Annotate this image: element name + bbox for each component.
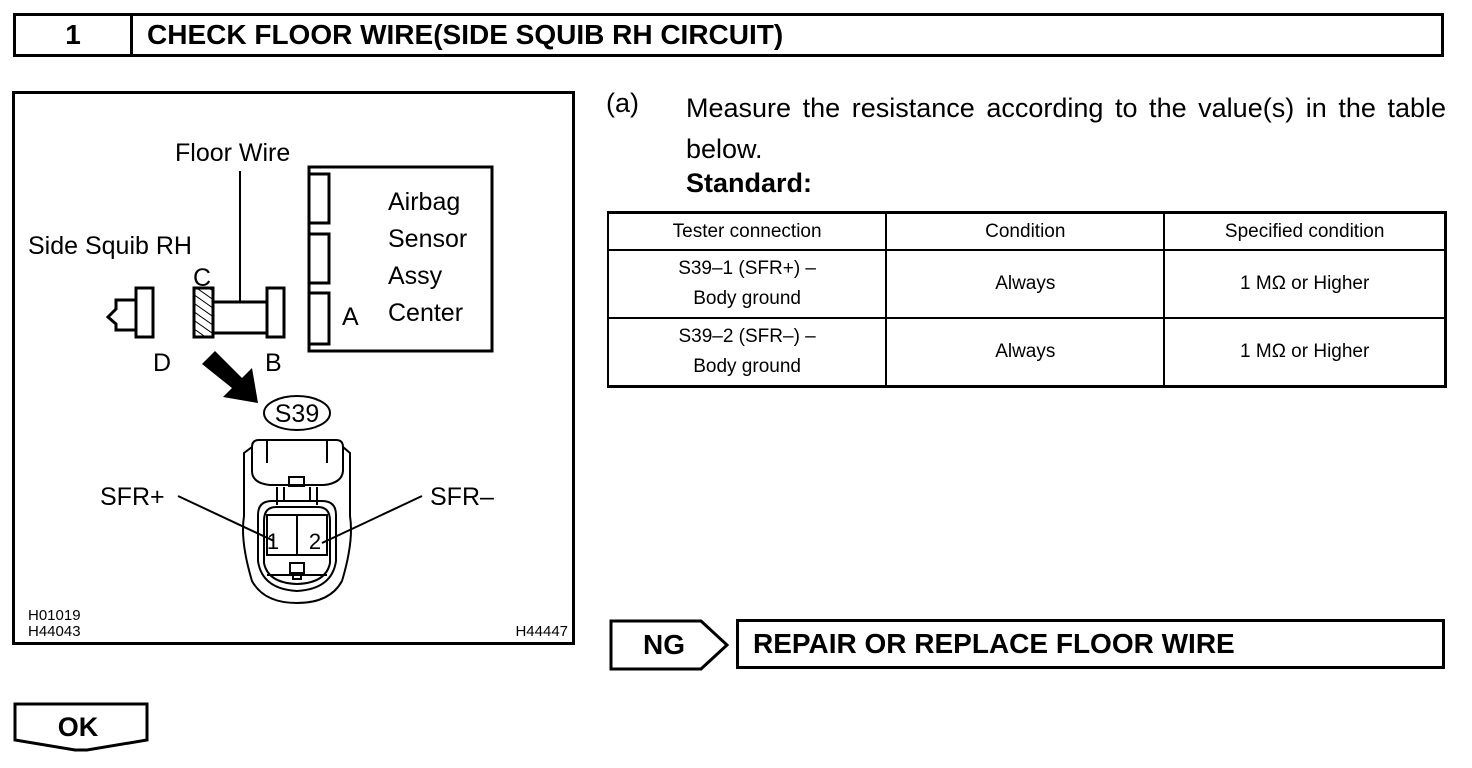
column-header: Specified condition (1163, 211, 1448, 251)
figure-code-1: H01019 (28, 607, 81, 624)
connection-line2: Body ground (693, 288, 801, 309)
connection-line1: S39–2 (SFR–) – (678, 326, 816, 347)
s39-connector-face (242, 439, 352, 605)
ok-branch-tag: OK (13, 702, 149, 752)
instruction-text: Measure the resistance according to the … (686, 93, 1446, 164)
step-header: 1 CHECK FLOOR WIRE(SIDE SQUIB RH CIRCUIT… (13, 13, 1444, 57)
airbag-label-line2: Sensor (388, 225, 467, 253)
side-squib-label: Side Squib RH (28, 232, 192, 260)
tester-connection-cell: S39–1 (SFR+) – Body ground (606, 249, 888, 319)
figure-code-3: H44447 (515, 623, 568, 640)
airbag-label-line4: Center (388, 299, 463, 327)
arrow-down-right-icon (202, 351, 258, 403)
connector-c-label: C (193, 264, 211, 292)
step-title: CHECK FLOOR WIRE(SIDE SQUIB RH CIRCUIT) (147, 19, 784, 50)
ng-action-text: REPAIR OR REPLACE FLOOR WIRE (753, 628, 1235, 659)
floor-wire-label: Floor Wire (175, 139, 290, 167)
step-number: 1 (16, 16, 133, 54)
connector-b-label: B (265, 349, 282, 377)
airbag-sensor-assembly (307, 165, 494, 353)
connector-a-label: A (342, 303, 359, 331)
ng-branch-tag: NG (609, 619, 730, 671)
condition-cell: Always (885, 317, 1166, 388)
pin-minus-label: SFR– (430, 483, 494, 511)
ng-label: NG (643, 629, 685, 660)
floor-wire-harness (192, 286, 286, 339)
connector-diagram: Floor Wire Airbag Sensor Assy Center A S… (12, 91, 575, 645)
condition-cell: Always (885, 249, 1166, 319)
connector-id: S39 (275, 400, 319, 428)
diagram-frame (12, 91, 575, 645)
table-row: S39–2 (SFR–) – Body ground Always 1 MΩ o… (606, 317, 1448, 388)
table-header-row: Tester connection Condition Specified co… (606, 211, 1448, 251)
column-header: Condition (885, 211, 1166, 251)
side-squib-connector (105, 286, 155, 339)
tester-connection-cell: S39–2 (SFR–) – Body ground (606, 317, 888, 388)
table-row: S39–1 (SFR+) – Body ground Always 1 MΩ o… (606, 249, 1448, 319)
pin-plus-leader (177, 495, 275, 542)
connection-line2: Body ground (693, 356, 801, 377)
connector-id-badge (263, 395, 331, 431)
connection-line1: S39–1 (SFR+) – (678, 258, 817, 279)
specified-condition-cell: 1 MΩ or Higher (1163, 317, 1448, 388)
ng-action-box: REPAIR OR REPLACE FLOOR WIRE (736, 619, 1445, 669)
standard-label: Standard: (686, 168, 813, 198)
specified-condition-cell: 1 MΩ or Higher (1163, 249, 1448, 319)
airbag-label-line1: Airbag (388, 188, 460, 216)
substep-label: (a) (606, 88, 639, 118)
pin-plus-label: SFR+ (100, 483, 165, 511)
airbag-label-line3: Assy (388, 262, 443, 290)
pin-minus-leader (321, 495, 423, 544)
column-header: Tester connection (606, 211, 888, 251)
pin-2: 2 (309, 529, 321, 554)
spec-table: Tester connection Condition Specified co… (606, 211, 1448, 388)
connector-d-label: D (153, 349, 171, 377)
figure-code-2: H44043 (28, 623, 81, 640)
ok-label: OK (58, 712, 99, 742)
